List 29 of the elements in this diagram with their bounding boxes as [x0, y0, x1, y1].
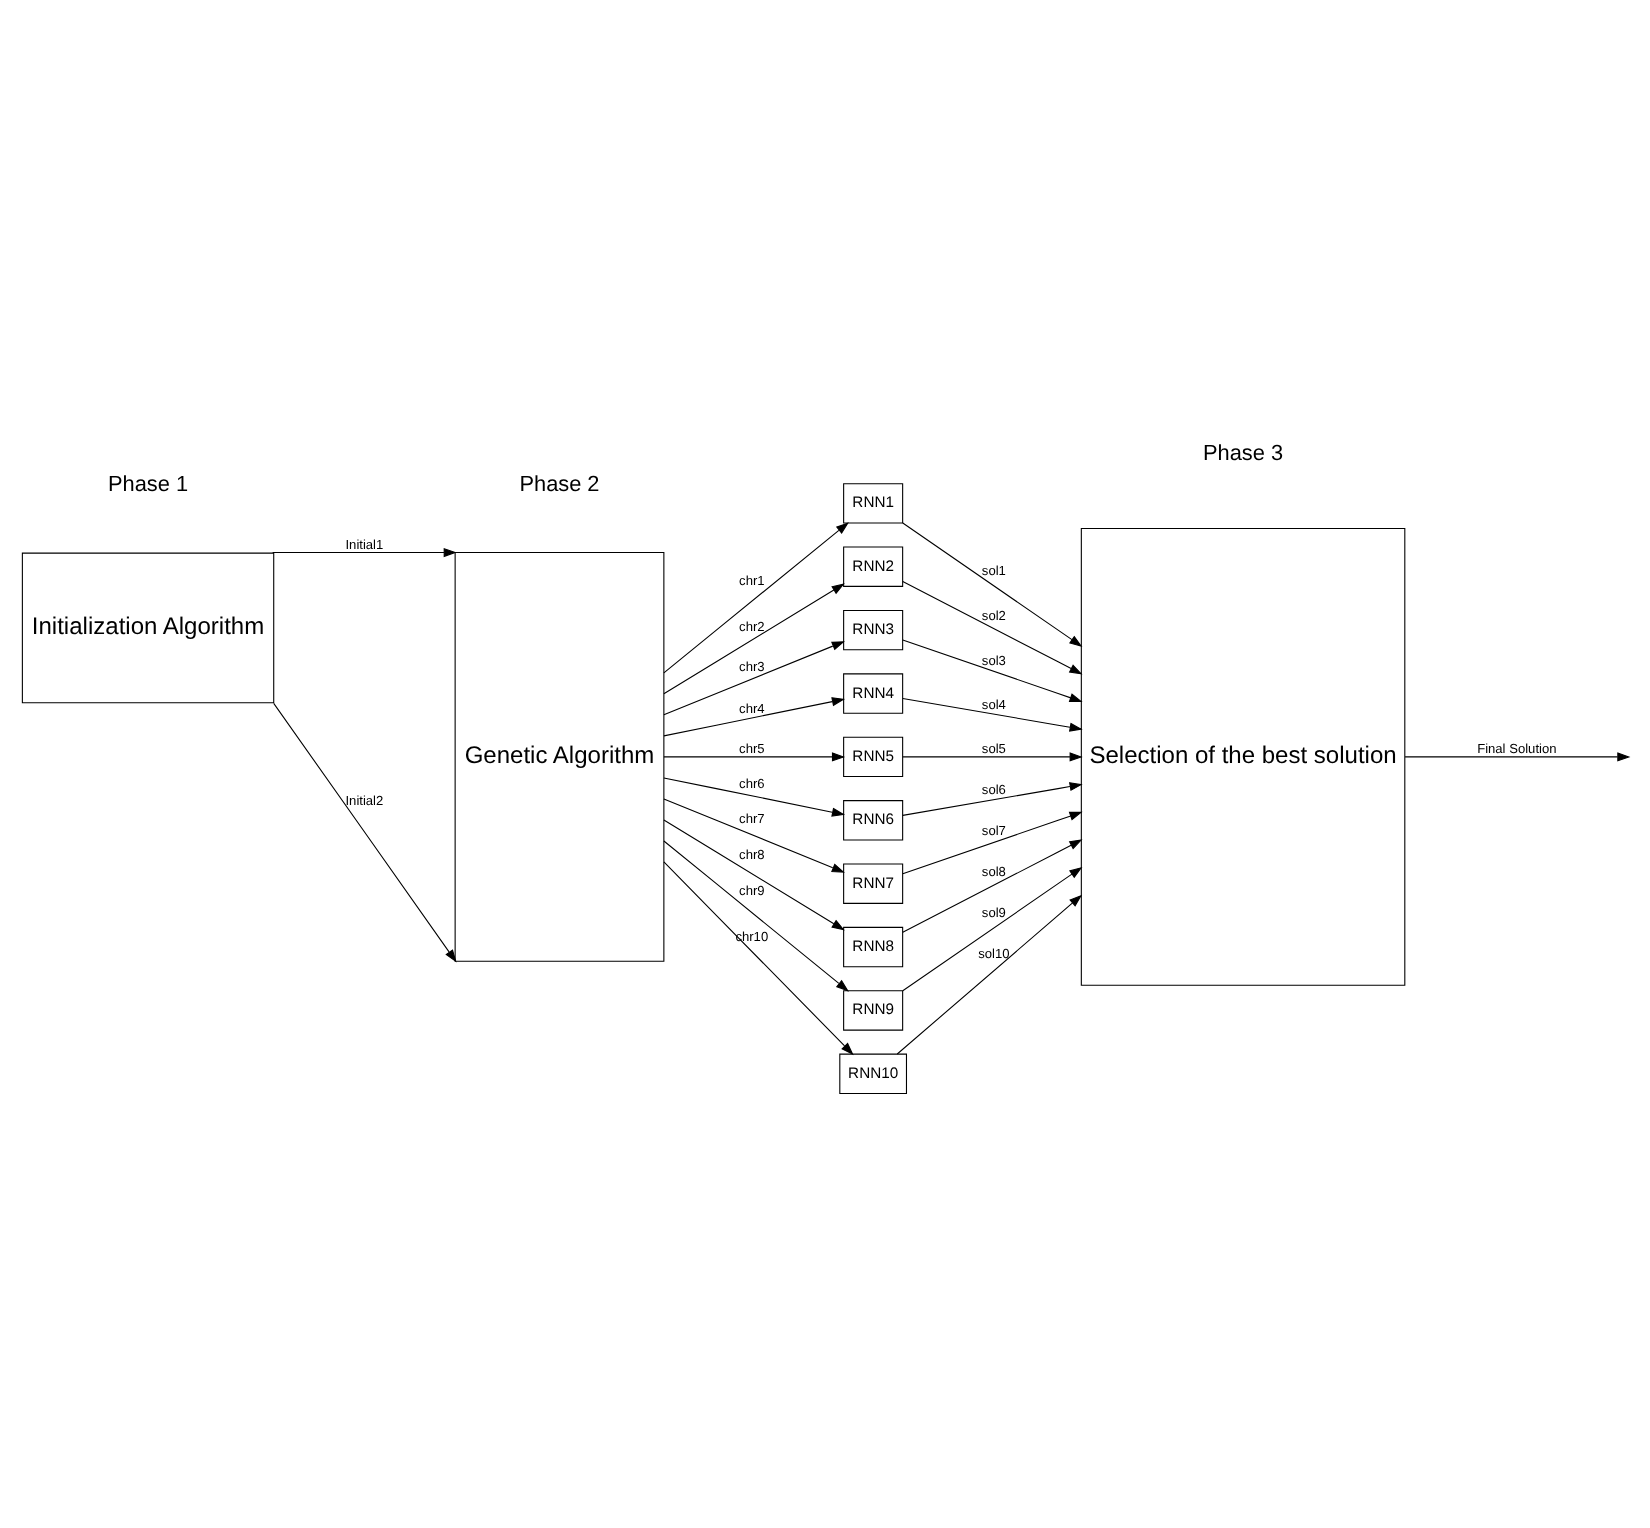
arrow: [901, 639, 1082, 703]
arrow: [901, 811, 1082, 875]
node-box: Selection of the best solution: [1079, 527, 1405, 986]
arrow: [662, 522, 848, 674]
arrow: [895, 894, 1082, 1055]
label: Phase 3: [1202, 441, 1283, 466]
arrow: [662, 641, 844, 716]
arrow: [662, 583, 844, 695]
arrow: [901, 782, 1082, 816]
arrow: [1403, 752, 1630, 762]
arrow: [901, 839, 1082, 933]
arrow: [662, 697, 845, 737]
label: Phase 2: [518, 473, 599, 498]
arrow: [271, 547, 456, 558]
arrow: [662, 752, 845, 762]
node-box: Genetic Algorithm: [453, 552, 664, 962]
arrow: [901, 752, 1082, 762]
arrow: [901, 522, 1082, 647]
arrow: [662, 777, 845, 817]
arrow: [662, 861, 853, 1056]
arrow: [901, 580, 1082, 675]
label: Phase 1: [107, 473, 188, 498]
arrow: [662, 819, 844, 931]
arrow: [662, 798, 844, 873]
arrow: [662, 840, 848, 992]
arrow: [272, 702, 456, 963]
node-box: Initialization Algorithm: [20, 552, 274, 704]
arrow: [901, 697, 1082, 732]
arrow: [901, 866, 1082, 992]
